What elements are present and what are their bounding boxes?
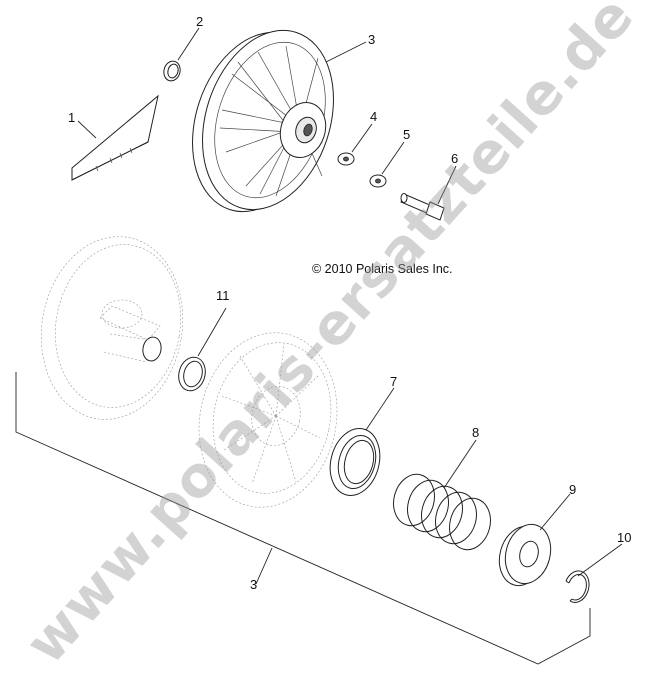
part-11-oring bbox=[178, 356, 206, 392]
callout-8: 8 bbox=[472, 425, 480, 440]
part-8-spring bbox=[393, 473, 491, 551]
part-3-sheave-top bbox=[192, 29, 334, 213]
part-2-oring bbox=[163, 60, 181, 82]
callout-11: 11 bbox=[216, 288, 230, 303]
part-5-washer bbox=[369, 174, 387, 188]
part-9-spring-seat bbox=[498, 523, 552, 587]
callout-10: 10 bbox=[617, 530, 632, 545]
leader-lines bbox=[77, 27, 623, 585]
lower-spider-dashed bbox=[198, 332, 338, 508]
callout-2: 2 bbox=[196, 14, 204, 29]
callout-3-top: 3 bbox=[368, 32, 376, 47]
lower-sheave-dashed bbox=[40, 236, 184, 420]
part-4-washer bbox=[337, 152, 355, 166]
callout-3-bottom: 3 bbox=[250, 577, 258, 592]
part-6-bolt bbox=[400, 193, 445, 221]
callout-4: 4 bbox=[370, 109, 378, 124]
copyright-text: © 2010 Polaris Sales Inc. bbox=[312, 262, 453, 276]
callout-9: 9 bbox=[569, 482, 577, 497]
part-10-snap-ring bbox=[565, 570, 590, 603]
assembly-bracket bbox=[15, 372, 591, 665]
callout-1: 1 bbox=[68, 110, 76, 125]
callout-6: 6 bbox=[451, 151, 459, 166]
callout-5: 5 bbox=[403, 127, 411, 142]
callout-7: 7 bbox=[390, 374, 398, 389]
part-7-seal bbox=[329, 428, 381, 496]
part-1-wedge bbox=[71, 94, 159, 181]
